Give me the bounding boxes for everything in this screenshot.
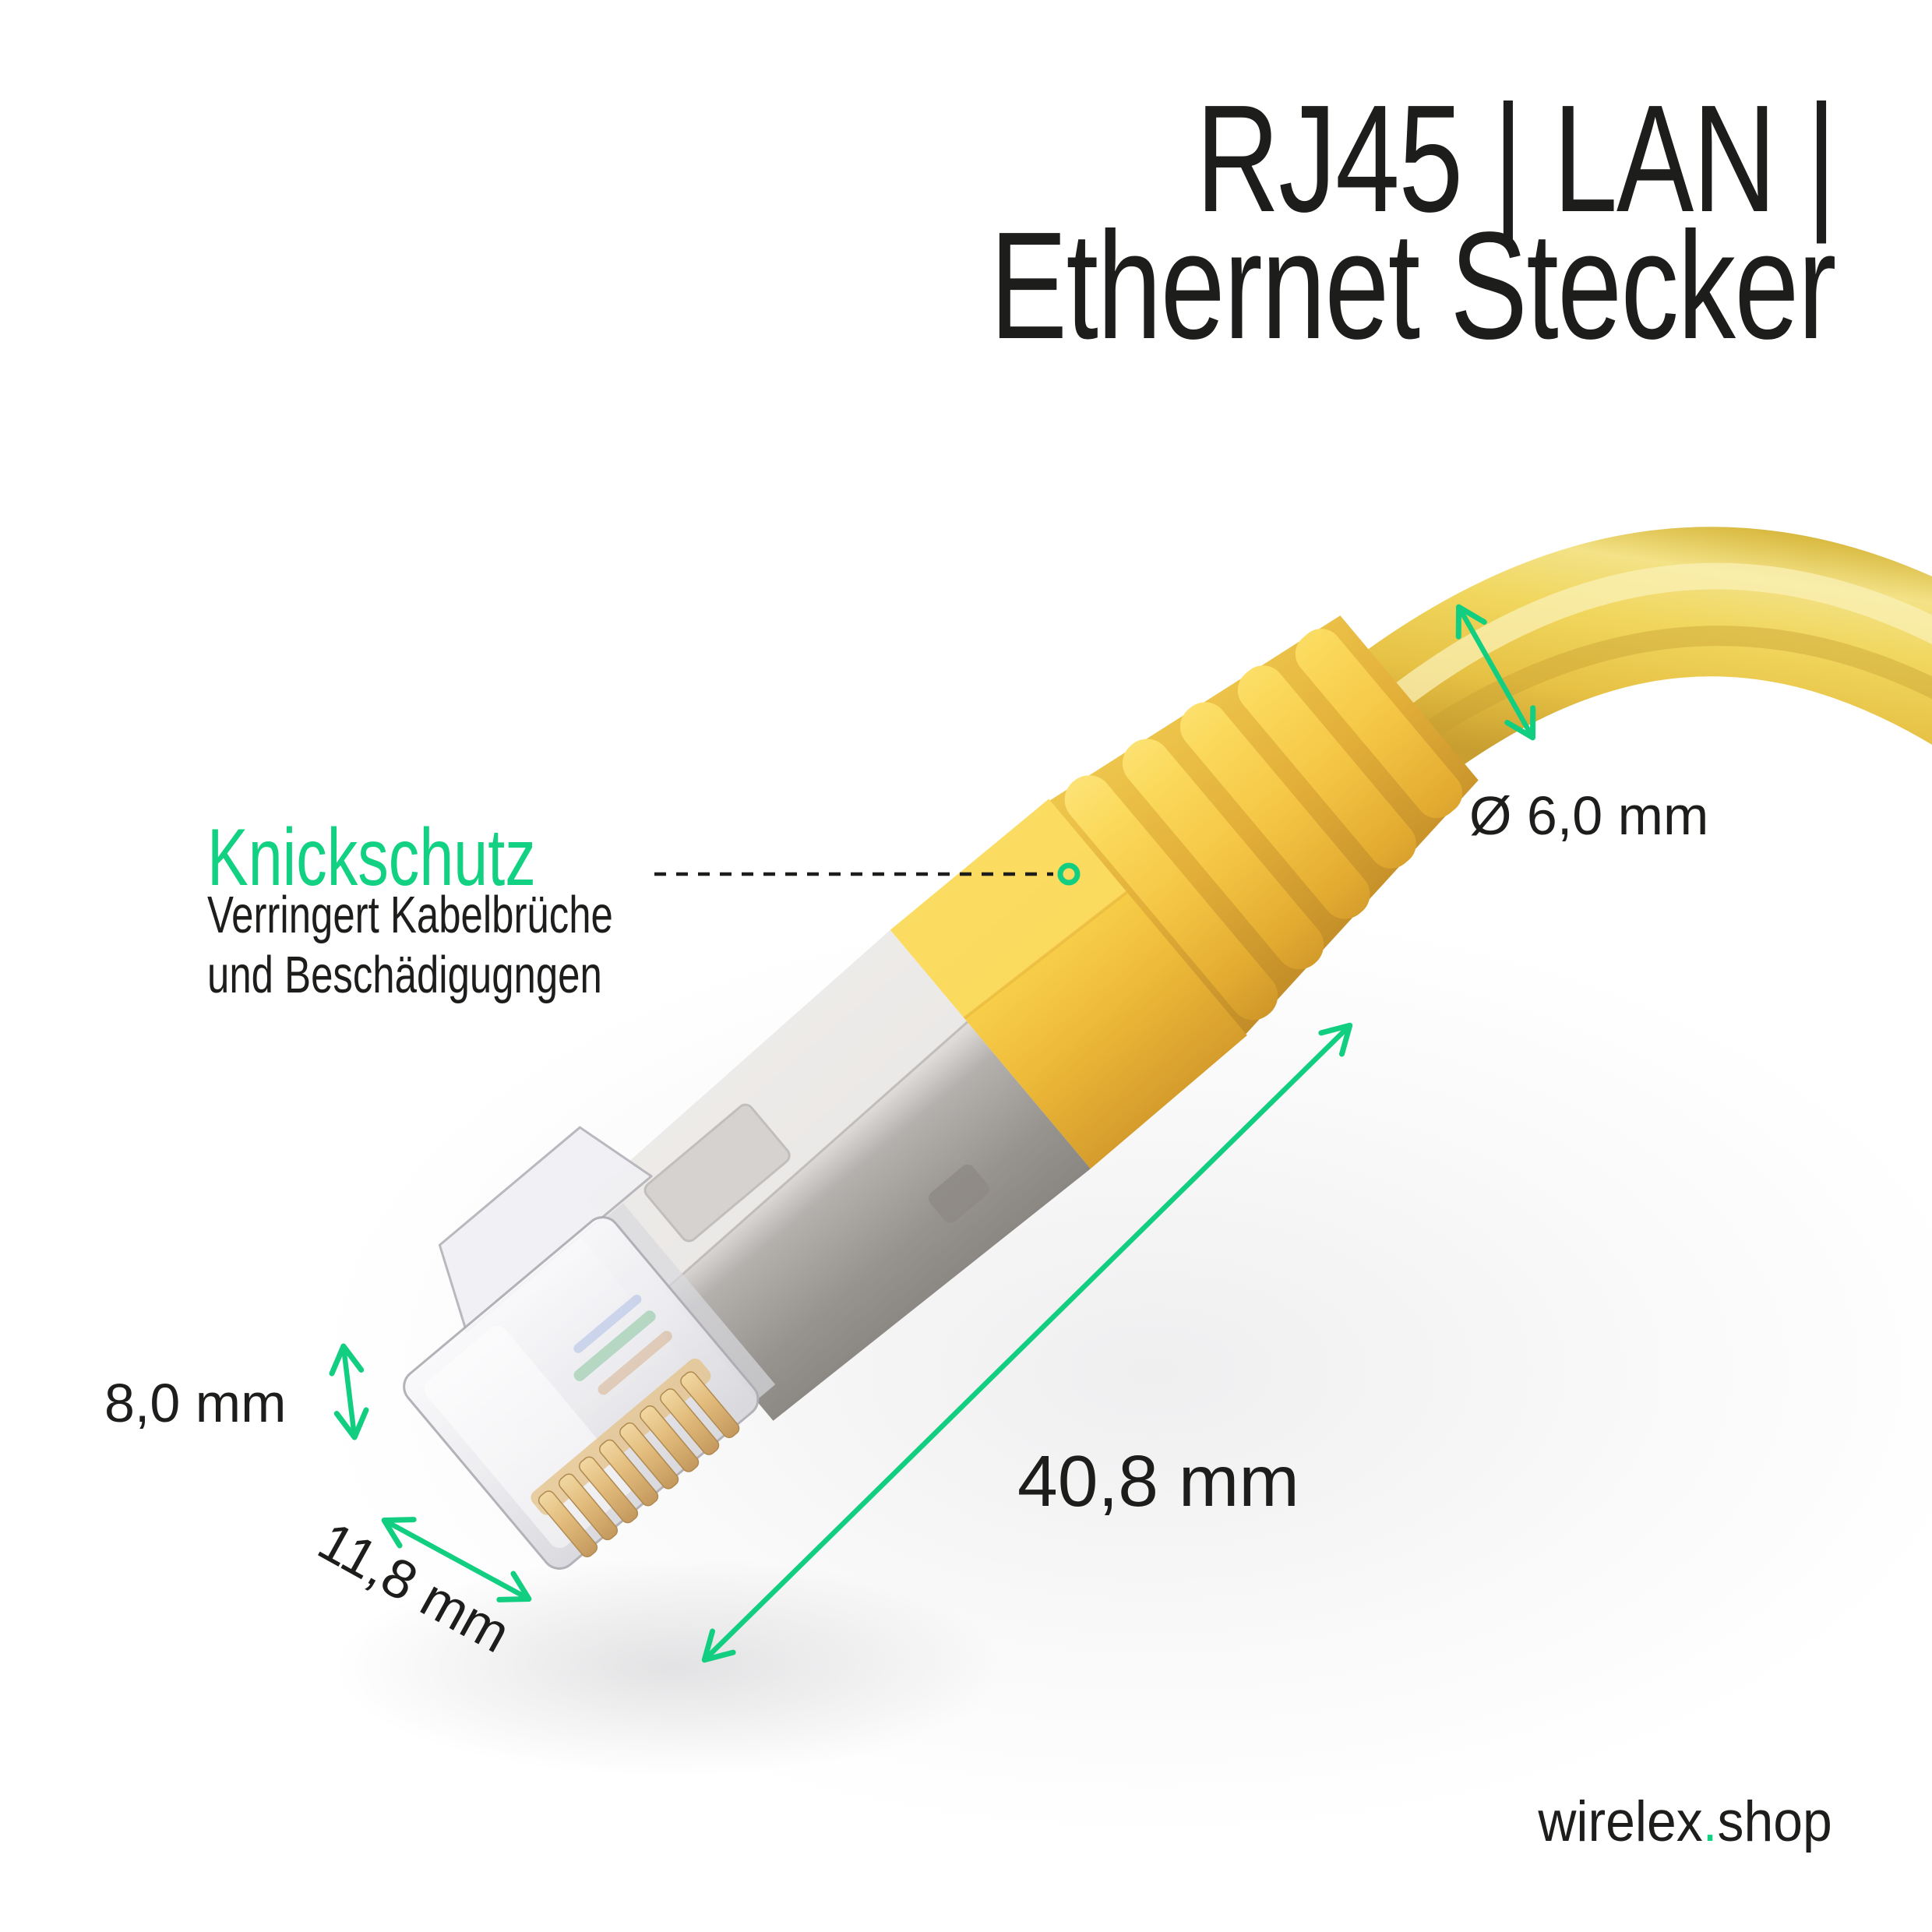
brand-dot: .	[1702, 1790, 1718, 1853]
plug-height-label: 8,0 mm	[104, 1373, 287, 1433]
knickschutz-marker-ring	[1057, 862, 1081, 886]
knickschutz-description-line1: Verringert Kabelbrüche	[207, 886, 613, 944]
brand-name: wirelex	[1538, 1790, 1703, 1853]
cable-diameter-label: Ø 6,0 mm	[1469, 785, 1709, 846]
brand-logo: wirelex.shop	[1539, 1793, 1832, 1850]
plug-length-arrow	[701, 1022, 1353, 1663]
knickschutz-description-line2: und Beschädigugngen	[207, 946, 602, 1004]
plug-width-arrow	[381, 1517, 532, 1602]
knickschutz-heading: Knickschutz	[207, 813, 536, 903]
annotations	[329, 604, 1536, 1663]
brand-tld: shop	[1717, 1790, 1832, 1853]
page-title-line1: RJ45 | LAN |	[1196, 73, 1836, 244]
page-title: RJ45 | LAN | Ethernet Stecker	[989, 73, 1837, 371]
knickschutz-description: Verringert Kabelbrüche und Beschädigugng…	[207, 885, 613, 1005]
page-title-line2: Ethernet Stecker	[989, 200, 1837, 371]
clear-plug-tip	[403, 1126, 776, 1570]
plug-height-arrow	[329, 1343, 369, 1440]
cable-diameter-arrow	[1455, 604, 1536, 741]
strain-relief	[1049, 615, 1479, 1035]
plug-length-label: 40,8 mm	[1017, 1440, 1299, 1521]
